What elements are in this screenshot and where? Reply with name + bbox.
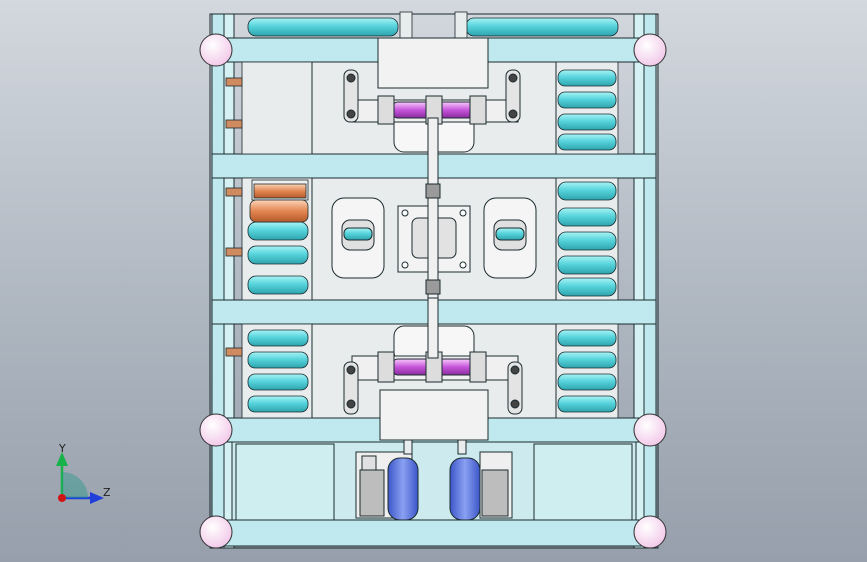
corner-ball-tr xyxy=(633,33,667,67)
corner-ball-ml xyxy=(199,413,233,447)
motor-orange xyxy=(249,179,309,223)
roller-stack-right xyxy=(555,61,619,419)
top-carriage xyxy=(343,37,521,153)
coordinate-triad: Y Z xyxy=(56,442,111,504)
corner-ball-mr xyxy=(633,413,667,447)
axis-z-label: Z xyxy=(103,486,111,499)
bottom-carriage xyxy=(343,325,523,441)
corner-ball-br xyxy=(633,515,667,549)
roller-stack-left xyxy=(225,61,313,419)
corner-ball-bl xyxy=(199,515,233,549)
corner-balls xyxy=(199,33,667,549)
corner-ball-tl xyxy=(199,33,233,67)
central-linkage xyxy=(425,117,441,359)
top-rollers xyxy=(247,11,619,39)
axis-y-label: Y xyxy=(58,442,66,455)
bottom-motors xyxy=(235,439,633,521)
